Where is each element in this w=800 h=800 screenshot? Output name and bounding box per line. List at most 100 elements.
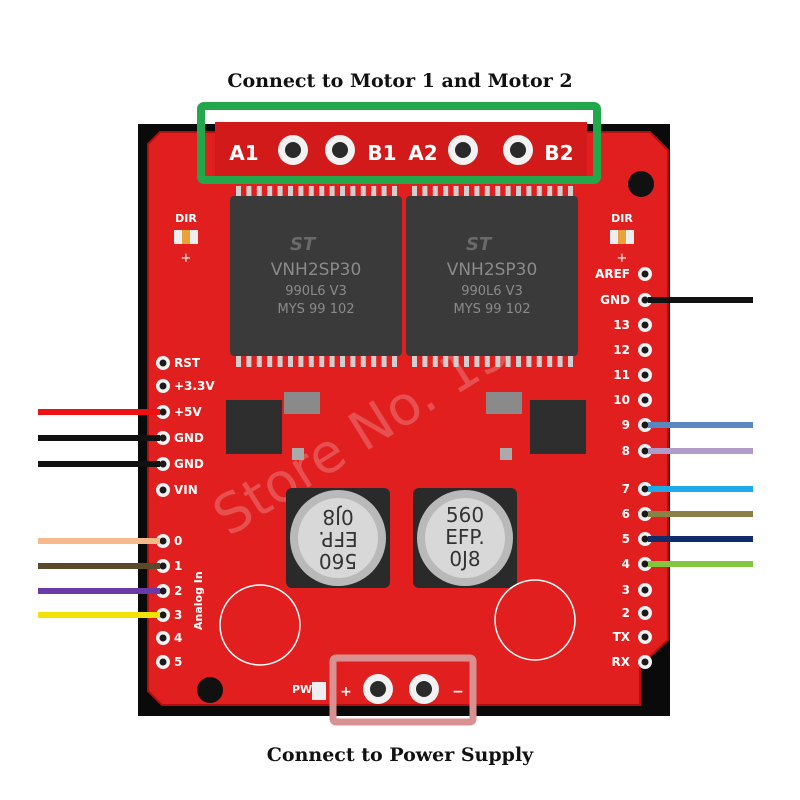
pin-label: GND	[174, 457, 204, 471]
chip-pin	[412, 186, 417, 198]
chip-pin	[474, 186, 480, 198]
header-pin-hole	[641, 586, 649, 594]
header-pin-hole	[159, 562, 167, 570]
power-hole	[370, 681, 386, 697]
cap-series: EFP.	[445, 525, 484, 549]
led-lens	[182, 230, 190, 244]
power-terminal: PWR+−	[292, 674, 464, 704]
chip-pin	[432, 186, 438, 198]
chip-pin	[308, 186, 314, 198]
chip-pin	[319, 355, 325, 367]
chip-pin	[516, 186, 521, 198]
pin-label: TX	[613, 630, 631, 644]
terminal-label-a1: A1	[229, 141, 258, 165]
header-pin-hole	[641, 447, 649, 455]
mounting-hole-outline	[494, 579, 576, 661]
chip-pin	[267, 355, 273, 367]
mounting-hole-outline	[219, 584, 301, 666]
chip-pin	[319, 186, 325, 198]
cap-code: 0J8	[449, 547, 480, 571]
chip-pin	[329, 355, 335, 367]
chip-body	[230, 196, 402, 356]
chip-pin	[246, 355, 252, 367]
dir-plus: +	[181, 251, 192, 266]
cap-code: 0J8	[322, 505, 353, 529]
chip-pin	[371, 355, 377, 367]
chip-pin	[381, 186, 387, 198]
motor-highlight-box	[197, 102, 601, 184]
chip-pin	[432, 355, 438, 367]
chip-line3: MYS 99 102	[453, 302, 530, 317]
chip-pin	[536, 355, 542, 367]
terminal-label-b2: B2	[544, 141, 573, 165]
pin-label: 5	[174, 655, 182, 669]
header-pin-hole	[641, 321, 649, 329]
pin-label: 11	[613, 368, 630, 382]
chip-pin	[495, 186, 501, 198]
wires	[38, 297, 753, 618]
header-pin-hole	[641, 535, 649, 543]
terminal-label-a2: A2	[408, 141, 437, 165]
header-pin-hole	[641, 396, 649, 404]
cap-value: 560	[319, 549, 357, 573]
chip-pin	[557, 355, 563, 367]
terminal-label-b1: B1	[367, 141, 396, 165]
header-pin-hole	[641, 296, 649, 304]
chip-pin	[568, 355, 573, 367]
terminal-hole	[285, 142, 301, 158]
chip-pin	[288, 186, 293, 198]
chip-pin	[422, 355, 428, 367]
chip-line2: 990L6 V3	[285, 284, 347, 299]
chip-pin	[412, 355, 417, 367]
chip-part: VNH2SP30	[447, 260, 538, 280]
chip-pin	[360, 186, 366, 198]
chip-line3: MYS 99 102	[277, 302, 354, 317]
header-pin-hole	[159, 537, 167, 545]
pwr-led	[312, 682, 326, 700]
header-pin-hole	[159, 434, 167, 442]
chip-brand: ST	[466, 234, 493, 255]
chip-body	[406, 196, 578, 356]
chip-pin	[298, 186, 304, 198]
header-pin-hole	[641, 485, 649, 493]
header-pin-hole	[641, 270, 649, 278]
chip-pin	[495, 355, 501, 367]
pin-label: 5	[622, 532, 630, 546]
pin-label: GND	[174, 431, 204, 445]
dir-label: DIR	[611, 212, 633, 225]
chip-pin	[422, 186, 428, 198]
header-pin-hole	[159, 460, 167, 468]
chip-pin	[236, 355, 241, 367]
pin-label: GND	[600, 293, 630, 307]
pin-label: 4	[622, 557, 630, 571]
chip-pin	[443, 186, 449, 198]
chip-pin	[464, 186, 469, 198]
pin-label: 0	[174, 534, 182, 548]
cap-top	[425, 498, 505, 578]
chip-pin	[392, 355, 397, 367]
header-pin-hole	[641, 346, 649, 354]
header-pin-hole	[641, 560, 649, 568]
analog-in-label: Analog In	[192, 571, 205, 630]
chip-pin	[277, 186, 283, 198]
pin-label: 13	[613, 318, 630, 332]
pin-label: +5V	[174, 405, 202, 419]
chip-pin	[360, 355, 366, 367]
header-pin-hole	[641, 421, 649, 429]
pin-label: 10	[613, 393, 630, 407]
chip-pin	[340, 186, 345, 198]
chip-pin	[256, 186, 262, 198]
power-minus: −	[452, 684, 464, 700]
chip-pin	[329, 186, 335, 198]
chip-pin	[371, 186, 377, 198]
chip-pin	[474, 355, 480, 367]
chip-pin	[340, 355, 345, 367]
